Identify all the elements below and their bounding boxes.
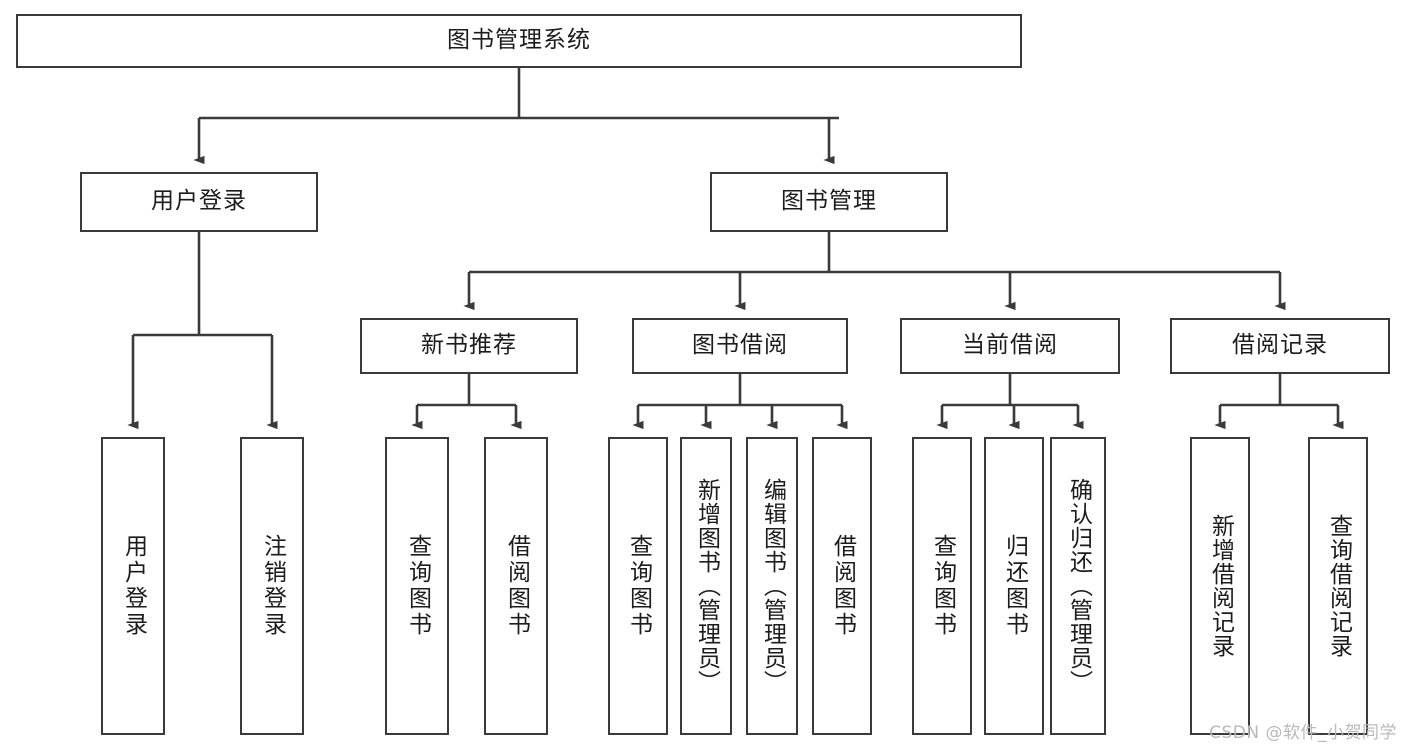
- node-leaf-add-book[interactable]: 新增图书（管理员）: [680, 437, 732, 735]
- node-leaf-return-book-label: 归还图书: [1001, 534, 1028, 638]
- node-leaf-edit-book[interactable]: 编辑图书（管理员）: [746, 437, 798, 735]
- node-new-book-rec-label: 新书推荐: [421, 332, 517, 359]
- node-leaf-borrow-book-2[interactable]: 借阅图书: [812, 437, 872, 735]
- node-book-manage-label: 图书管理: [781, 188, 877, 215]
- node-leaf-confirm-return-label: 确认归还（管理员）: [1065, 478, 1092, 694]
- node-borrow-record-label: 借阅记录: [1232, 332, 1328, 359]
- node-borrow-record[interactable]: 借阅记录: [1170, 318, 1390, 374]
- node-root[interactable]: 图书管理系统: [16, 14, 1022, 68]
- node-leaf-return-book[interactable]: 归还图书: [984, 437, 1044, 735]
- node-leaf-add-book-label: 新增图书（管理员）: [693, 478, 720, 694]
- node-current-borrow[interactable]: 当前借阅: [900, 318, 1120, 374]
- node-leaf-query-book-3-label: 查询图书: [929, 534, 956, 638]
- node-root-label: 图书管理系统: [447, 27, 591, 54]
- node-book-manage[interactable]: 图书管理: [710, 172, 948, 232]
- csdn-watermark: CSDN @软件_小贺同学: [1209, 723, 1397, 743]
- node-leaf-edit-book-label: 编辑图书（管理员）: [759, 478, 786, 694]
- node-book-borrow-label: 图书借阅: [692, 332, 788, 359]
- node-leaf-user-login[interactable]: 用户登录: [101, 437, 165, 735]
- node-leaf-query-record-label: 查询借阅记录: [1325, 514, 1352, 658]
- node-book-borrow[interactable]: 图书借阅: [632, 318, 848, 374]
- node-leaf-confirm-return[interactable]: 确认归还（管理员）: [1050, 437, 1106, 735]
- node-current-borrow-label: 当前借阅: [962, 332, 1058, 359]
- node-leaf-logout[interactable]: 注销登录: [240, 437, 304, 735]
- node-leaf-borrow-book-2-label: 借阅图书: [829, 534, 856, 638]
- node-leaf-borrow-book-1[interactable]: 借阅图书: [484, 437, 548, 735]
- node-leaf-query-book-2-label: 查询图书: [625, 534, 652, 638]
- node-leaf-borrow-book-1-label: 借阅图书: [503, 534, 530, 638]
- node-leaf-query-record[interactable]: 查询借阅记录: [1308, 437, 1368, 735]
- node-leaf-user-login-label: 用户登录: [120, 534, 147, 638]
- node-user-login[interactable]: 用户登录: [80, 172, 318, 232]
- node-leaf-logout-label: 注销登录: [259, 534, 286, 638]
- node-user-login-label: 用户登录: [151, 188, 247, 215]
- node-leaf-query-book-3[interactable]: 查询图书: [912, 437, 972, 735]
- node-leaf-add-record-label: 新增借阅记录: [1207, 514, 1234, 658]
- node-leaf-query-book-1[interactable]: 查询图书: [385, 437, 449, 735]
- node-leaf-add-record[interactable]: 新增借阅记录: [1190, 437, 1250, 735]
- node-leaf-query-book-1-label: 查询图书: [404, 534, 431, 638]
- node-leaf-query-book-2[interactable]: 查询图书: [608, 437, 668, 735]
- node-new-book-rec[interactable]: 新书推荐: [360, 318, 578, 374]
